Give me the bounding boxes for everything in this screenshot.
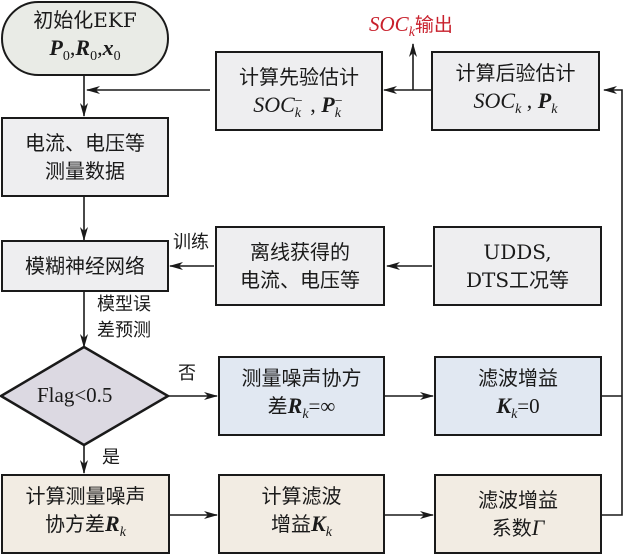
offline-line2: 电流、电压等 <box>240 268 360 292</box>
measurement-data-node: 电流、电压等 测量数据 <box>1 117 169 197</box>
gain-zero-node: 滤波增益 Kk=0 <box>434 356 602 436</box>
edge-gaincoef-posterior <box>602 86 623 516</box>
posterior-vars: SOCk , Pk <box>473 87 558 117</box>
prior-title: 计算先验估计 <box>239 65 359 89</box>
init-title: 初始化EKF <box>33 8 137 32</box>
measure-line2: 测量数据 <box>45 159 125 183</box>
fuzzy-neural-network-node: 模糊神经网络 <box>1 240 169 292</box>
conditions-line2: DTS工况等 <box>465 268 570 292</box>
gainzero-line2: Kk=0 <box>496 392 540 422</box>
conditions-line1: UDDS, <box>483 240 552 264</box>
yes-label: 是 <box>102 447 120 468</box>
decision-text: Flag<0.5 <box>37 383 113 407</box>
posterior-title: 计算后验估计 <box>455 60 576 85</box>
prior-estimate-node: 计算先验估计 SOC−k , P−k <box>215 51 383 131</box>
init-vars: P0,R0,x0 <box>49 35 121 64</box>
calcnoise-line1: 计算测量噪声 <box>25 483 146 508</box>
decision-diamond <box>0 345 171 447</box>
noiseinf-line2: 差Rk=∞ <box>267 392 336 422</box>
noiseinf-line1: 测量噪声协方 <box>241 365 362 390</box>
calcgain-line1: 计算滤波 <box>261 483 342 508</box>
gaincoef-line1: 滤波增益 <box>478 488 558 512</box>
no-label: 否 <box>178 363 196 384</box>
init-ekf-node: 初始化EKF P0,R0,x0 <box>1 1 169 76</box>
model-error-label-1: 模型误 <box>97 294 151 315</box>
driving-cycles-node: UDDS, DTS工况等 <box>433 226 602 306</box>
calc-filter-gain-node: 计算滤波 增益Kk <box>218 474 385 554</box>
calc-noise-covariance-node: 计算测量噪声 协方差Rk <box>1 474 170 554</box>
fnn-label: 模糊神经网络 <box>25 254 145 278</box>
soc-output-label: SOCk输出 <box>369 12 453 40</box>
measure-line1: 电流、电压等 <box>25 131 145 155</box>
train-label: 训练 <box>173 232 209 253</box>
prior-vars: SOC−k , P−k <box>253 92 343 121</box>
offline-line1: 离线获得的 <box>250 240 350 264</box>
calcnoise-line2: 协方差Rk <box>45 510 126 540</box>
posterior-estimate-node: 计算后验估计 SOCk , Pk <box>431 51 600 131</box>
offline-data-node: 离线获得的 电流、电压等 <box>215 226 385 306</box>
noise-covariance-infinite-node: 测量噪声协方 差Rk=∞ <box>218 356 385 436</box>
gain-coefficient-node: 滤波增益 系数Γ <box>434 474 602 554</box>
model-error-label-2: 差预测 <box>97 320 151 341</box>
gaincoef-line2: 系数Γ <box>491 515 545 540</box>
calcgain-line2: 增益Kk <box>271 510 332 540</box>
gainzero-line1: 滤波增益 <box>478 365 558 390</box>
